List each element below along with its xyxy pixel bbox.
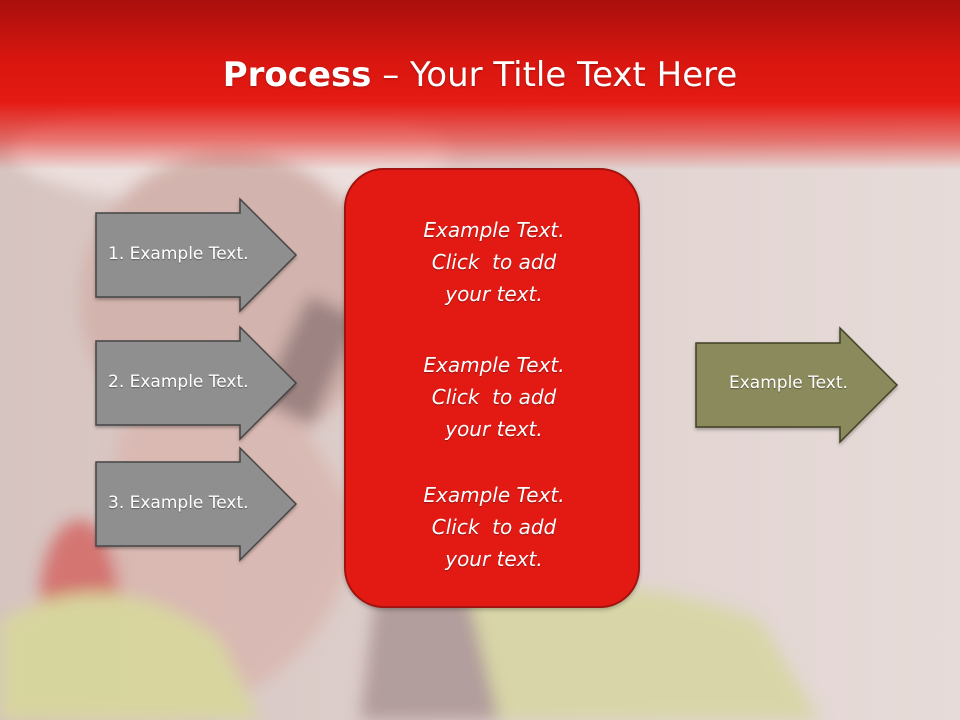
arrow-shape-right[interactable] (695, 326, 899, 444)
center-text-box[interactable]: Example Text. Click to add your text. Ex… (344, 168, 640, 608)
arrow-label-1: 1. Example Text. (108, 244, 249, 264)
paragraph-1-line-3: your text. (445, 282, 543, 306)
arrow-shape-1[interactable] (95, 197, 298, 313)
paragraph-1: Example Text. Click to add your text. (346, 214, 642, 310)
paragraph-1-line-1: Example Text. (423, 218, 565, 242)
paragraph-2: Example Text. Click to add your text. (346, 349, 642, 445)
arrow-label-3: 3. Example Text. (108, 493, 249, 513)
title-rest: – Your Title Text Here (371, 55, 738, 95)
paragraph-3-line-1: Example Text. (423, 483, 565, 507)
arrow-label-2: 2. Example Text. (108, 372, 249, 392)
slide-title[interactable]: Process – Your Title Text Here (0, 52, 960, 98)
paragraph-3: Example Text. Click to add your text. (346, 479, 642, 575)
title-band (0, 0, 960, 170)
arrow-shape-2[interactable] (95, 325, 298, 441)
paragraph-3-line-2: Click to add (431, 515, 557, 539)
paragraph-3-line-3: your text. (445, 547, 543, 571)
arrow-label-right: Example Text. (729, 373, 848, 393)
paragraph-2-line-2: Click to add (431, 385, 557, 409)
arrow-shape-3[interactable] (95, 446, 298, 562)
title-bold: Process (222, 55, 372, 95)
paragraph-2-line-1: Example Text. (423, 353, 565, 377)
paragraph-2-line-3: your text. (445, 417, 543, 441)
paragraph-1-line-2: Click to add (431, 250, 557, 274)
